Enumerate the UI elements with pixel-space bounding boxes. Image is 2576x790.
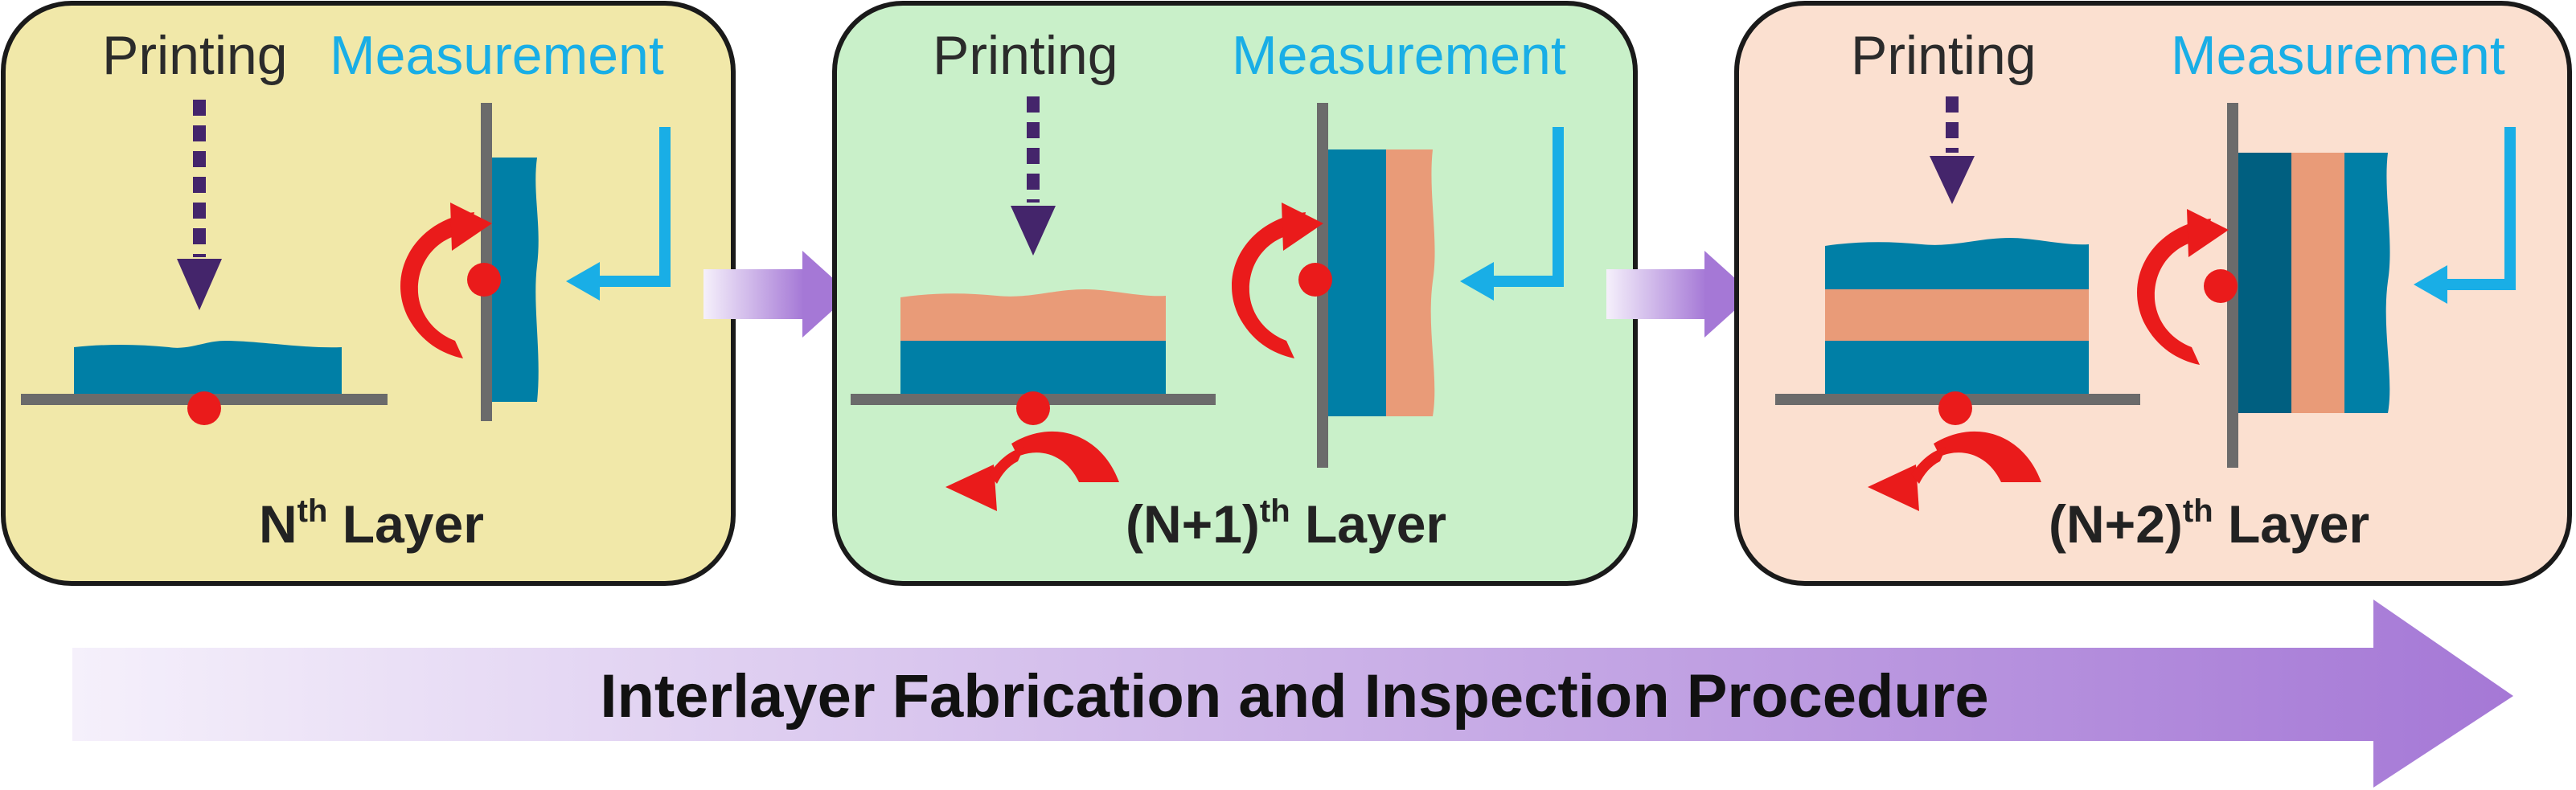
wall-layer-middle <box>2291 153 2344 413</box>
rotation-arrowhead-icon <box>1282 203 1323 251</box>
wall-layer-inner <box>2238 153 2291 413</box>
printed-layer-stack <box>900 289 1166 394</box>
measurement-label: Measurement <box>2171 25 2505 86</box>
panel-nth-layer: Printing Measurement Nth Layer <box>1 1 736 586</box>
wall-pivot-dot-icon <box>1298 263 1332 297</box>
wall-layer-outer <box>2344 153 2390 413</box>
stage-pivot-dot-icon <box>1938 391 1972 425</box>
rotation-arrow-icon <box>400 212 474 358</box>
print-direction-arrow-icon <box>1011 96 1056 256</box>
printed-layer-middle <box>1825 289 2089 341</box>
wall-layer-stack <box>2238 153 2390 413</box>
wall-layer-stack <box>492 158 539 402</box>
printing-label: Printing <box>102 25 288 86</box>
wall-layer-inner <box>1328 149 1386 416</box>
printed-layer-top <box>1825 238 2089 289</box>
layer-label: (N+2)th Layer <box>2049 493 2369 554</box>
stage-pivot-dot-icon <box>187 391 221 425</box>
panel-n-plus-2-layer: Printing Measurement (N+2 <box>1734 1 2572 586</box>
rotation-arrowhead-icon <box>450 203 492 251</box>
rotation-arrow-icon <box>2137 219 2211 365</box>
printed-layer-stack <box>1825 238 2089 394</box>
wall-layer-outer <box>1386 149 1435 416</box>
stage-pivot-dot-icon <box>1016 391 1050 425</box>
progress-arrow-icon <box>72 600 2513 788</box>
stage-rotation-arrow-icon <box>1011 431 1119 482</box>
layer-label: Nth Layer <box>259 493 484 554</box>
wall-layer-stack <box>1328 149 1435 416</box>
panel-n-plus-1-layer: Printing Measurement (N+1)th Layer <box>832 1 1638 586</box>
print-direction-arrow-icon <box>177 100 222 310</box>
stage-rotation-arrow-icon <box>1934 431 2041 482</box>
probe-arrow-icon <box>566 127 671 301</box>
wall-layer <box>492 158 539 402</box>
probe-arrow-icon <box>2414 127 2516 304</box>
printed-layer-base <box>1825 341 2089 394</box>
printed-layer <box>74 341 342 395</box>
layer-label: (N+1)th Layer <box>1126 493 1446 554</box>
printed-layer-top <box>900 289 1166 341</box>
probe-arrow-icon <box>1460 127 1564 301</box>
rotation-arrowhead-icon <box>2187 209 2229 257</box>
printing-label: Printing <box>1851 25 2037 86</box>
print-direction-arrow-icon <box>1930 96 1975 204</box>
printed-layer-stack <box>74 341 342 395</box>
measurement-label: Measurement <box>330 25 664 86</box>
measurement-wall <box>481 103 492 421</box>
next-step-arrow-icon <box>703 251 851 338</box>
next-step-arrow-icon <box>1606 251 1753 338</box>
stage-rotation-arrowhead-icon <box>1868 465 1919 511</box>
printing-label: Printing <box>933 25 1118 86</box>
wall-pivot-dot-icon <box>2204 269 2238 303</box>
measurement-label: Measurement <box>1232 25 1566 86</box>
rotation-arrow-icon <box>1232 212 1306 358</box>
printed-layer-base <box>900 341 1166 394</box>
procedure-title: Interlayer Fabrication and Inspection Pr… <box>600 662 1988 731</box>
wall-pivot-dot-icon <box>467 263 501 297</box>
stage-rotation-arrowhead-icon <box>945 465 997 511</box>
